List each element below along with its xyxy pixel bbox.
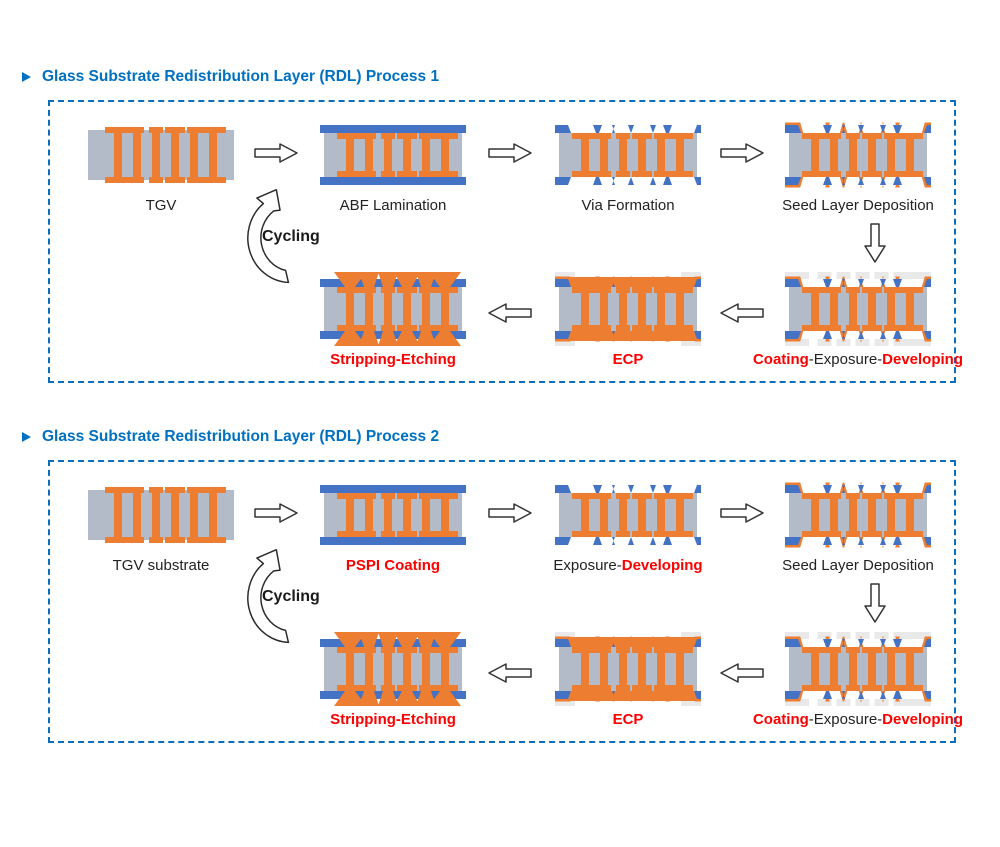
- step-label: PSPI Coating: [272, 556, 514, 576]
- diagram-strip: [312, 270, 474, 348]
- process-step: Stripping-Etching: [312, 630, 474, 728]
- step-label: ECP: [507, 710, 749, 730]
- flow-arrow-right-icon: [253, 502, 299, 529]
- flow-arrow-left-icon: [719, 662, 765, 689]
- flow-arrow-right-icon: [487, 142, 533, 169]
- cycling-label: Cycling: [262, 588, 320, 605]
- diagram-coating: [777, 630, 939, 708]
- step-label-segment: Via Formation: [581, 197, 675, 214]
- step-label: Exposure-Developing: [507, 556, 749, 576]
- bullet-arrow-icon: [22, 72, 31, 82]
- process-1-box: TGV ABF Lamination Via Formation Seed Layer…: [48, 100, 963, 383]
- flow-arrow-left-icon: [719, 302, 765, 329]
- flow-arrow-right-icon: [719, 142, 765, 169]
- diagram-lam: [312, 476, 474, 554]
- step-label: Coating-Exposure-Developing: [737, 710, 979, 730]
- step-label: Seed Layer Deposition: [737, 196, 979, 216]
- flow-arrow-left-icon: [487, 302, 533, 329]
- bullet-arrow-icon: [22, 432, 31, 442]
- step-label-segment: Developing: [882, 711, 964, 728]
- step-label-segment: Developing: [882, 351, 964, 368]
- process-step: Seed Layer Deposition: [777, 476, 939, 574]
- step-label: Stripping-Etching: [272, 350, 514, 370]
- process-step: Coating-Exposure-Developing: [753, 270, 963, 368]
- step-label-segment: TGV: [145, 197, 177, 214]
- step-label: TGV substrate: [40, 556, 282, 576]
- process-step: TGV substrate: [80, 476, 242, 574]
- process-step: Via Formation: [547, 116, 709, 214]
- diagram-tgv: [80, 116, 242, 194]
- process-step: Coating-Exposure-Developing: [753, 630, 963, 728]
- step-label: ABF Lamination: [272, 196, 514, 216]
- diagram-lam: [312, 116, 474, 194]
- step-label-segment: Seed Layer Deposition: [782, 557, 934, 574]
- step-label: Stripping-Etching: [272, 710, 514, 730]
- flow-arrow-right-icon: [719, 502, 765, 529]
- step-label-segment: PSPI Coating: [345, 557, 441, 574]
- step-label: Coating-Exposure-Developing: [737, 350, 979, 370]
- process-1-title: Glass Substrate Redistribution Layer (RD…: [22, 68, 439, 86]
- step-label-segment: Coating: [752, 711, 809, 728]
- process-step: ABF Lamination: [312, 116, 474, 214]
- step-label: TGV: [40, 196, 282, 216]
- cycling-label: Cycling: [262, 228, 320, 245]
- flow-arrow-right-icon: [487, 502, 533, 529]
- step-label-segment: ECP: [612, 711, 644, 728]
- process-step: PSPI Coating: [312, 476, 474, 574]
- flow-arrow-down-icon: [862, 222, 888, 269]
- step-label-segment: -Exposure-: [808, 711, 883, 728]
- step-label: ECP: [507, 350, 749, 370]
- flow-arrow-left-icon: [487, 662, 533, 689]
- flow-arrow-cycle-icon: [240, 186, 296, 293]
- diagram-tgv: [80, 476, 242, 554]
- diagram-ecp: [547, 630, 709, 708]
- flow-arrow-right-icon: [253, 142, 299, 169]
- step-label-segment: ECP: [612, 351, 644, 368]
- step-label-segment: TGV substrate: [112, 557, 210, 574]
- step-label: Via Formation: [507, 196, 749, 216]
- step-label-segment: Coating: [752, 351, 809, 368]
- diagram-seed: [777, 116, 939, 194]
- diagram-ecp: [547, 270, 709, 348]
- step-label-segment: Developing: [621, 557, 703, 574]
- step-label-segment: ABF Lamination: [339, 197, 447, 214]
- process-2-title: Glass Substrate Redistribution Layer (RD…: [22, 428, 439, 446]
- process-2-title-text: Glass Substrate Redistribution Layer (RD…: [42, 428, 440, 445]
- step-label-segment: Stripping-Etching: [330, 351, 456, 368]
- process-step: TGV: [80, 116, 242, 214]
- step-label-segment: Seed Layer Deposition: [782, 197, 934, 214]
- diagram-viaform: [547, 476, 709, 554]
- process-step: Stripping-Etching: [312, 270, 474, 368]
- process-step: ECP: [547, 270, 709, 368]
- diagram-viaform: [547, 116, 709, 194]
- flow-arrow-down-icon: [862, 582, 888, 629]
- flow-arrow-cycle-icon: [240, 546, 296, 653]
- step-label-segment: Stripping-Etching: [330, 711, 456, 728]
- step-label-segment: -Exposure-: [808, 351, 883, 368]
- diagram-seed: [777, 476, 939, 554]
- step-label-segment: Exposure-: [553, 557, 622, 574]
- process-1-title-text: Glass Substrate Redistribution Layer (RD…: [42, 68, 440, 85]
- step-label: Seed Layer Deposition: [737, 556, 979, 576]
- diagram-coating: [777, 270, 939, 348]
- diagram-strip: [312, 630, 474, 708]
- process-step: Exposure-Developing: [547, 476, 709, 574]
- process-step: ECP: [547, 630, 709, 728]
- process-step: Seed Layer Deposition: [777, 116, 939, 214]
